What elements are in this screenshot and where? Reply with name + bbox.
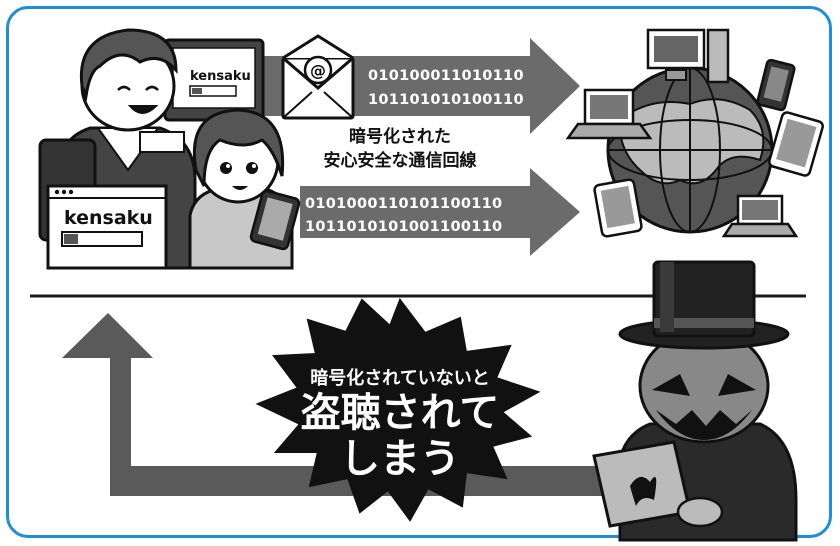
bottom-binary-line-1: 0101000110101100110 — [305, 196, 502, 212]
envelope-icon: @ — [281, 34, 355, 120]
laptop-icon — [592, 440, 724, 528]
warning-line-3: しまう — [340, 436, 460, 482]
desktop-pc-icon — [646, 28, 730, 84]
smartphone-icon — [756, 58, 796, 112]
desktop-monitor: kensaku — [163, 38, 265, 135]
top-binary-line-2: 101101010100110 — [368, 92, 524, 108]
warning-burst — [255, 297, 541, 522]
laptop-icon — [721, 194, 799, 238]
tablet-icon — [768, 111, 824, 177]
globe-icon — [606, 66, 774, 234]
smartphone-icon — [249, 189, 301, 251]
browser-window-text: kensaku — [64, 207, 153, 229]
intercept-arrow — [62, 313, 610, 496]
secure-caption-line-1: 暗号化された — [349, 126, 451, 147]
monitor-screen-text: kensaku — [190, 69, 251, 84]
person-icon — [188, 108, 301, 270]
tablet-icon — [593, 178, 643, 238]
warning-line-1: 暗号化されていないと — [310, 367, 489, 389]
bottom-data-arrow: 0101000110101100110 1011010101001100110 — [300, 168, 580, 256]
top-binary-line-1: 010100011010110 — [368, 68, 524, 84]
warning-line-2: 盗聴されて — [301, 390, 500, 436]
laptop-icon — [565, 88, 653, 140]
browser-window: kensaku — [46, 184, 168, 270]
envelope-at-symbol: @ — [310, 61, 326, 80]
secure-caption-line-2: 安心安全な通信回線 — [324, 150, 477, 171]
bottom-binary-line-2: 1011010101001100110 — [305, 219, 502, 235]
